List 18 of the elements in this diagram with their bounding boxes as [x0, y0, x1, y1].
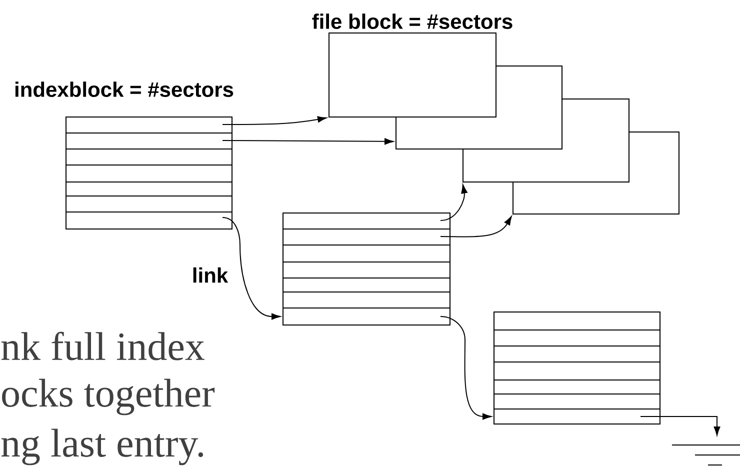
node-label: indexblock = #sectors: [15, 82, 234, 97]
edge-label: link: [190, 266, 230, 284]
arrow: [440, 216, 512, 238]
index-block: [282, 212, 450, 326]
arrow: [440, 184, 468, 221]
arrow: [317, 116, 327, 122]
note-text: ng last entry.: [1, 428, 204, 466]
index-block: [494, 312, 660, 424]
arrow: [640, 416, 720, 436]
note-text: ocks together: [2, 378, 215, 416]
arrow: [222, 217, 281, 320]
note-text: nk full index: [1, 332, 204, 360]
file-block: file block = #sectors: [312, 14, 512, 118]
arrow: [440, 316, 492, 420]
ground-symbol: [672, 444, 740, 466]
index-block: indexblock = #sectors: [15, 82, 234, 230]
arrow: [384, 138, 394, 145]
node-label: file block = #sectors: [312, 14, 512, 29]
